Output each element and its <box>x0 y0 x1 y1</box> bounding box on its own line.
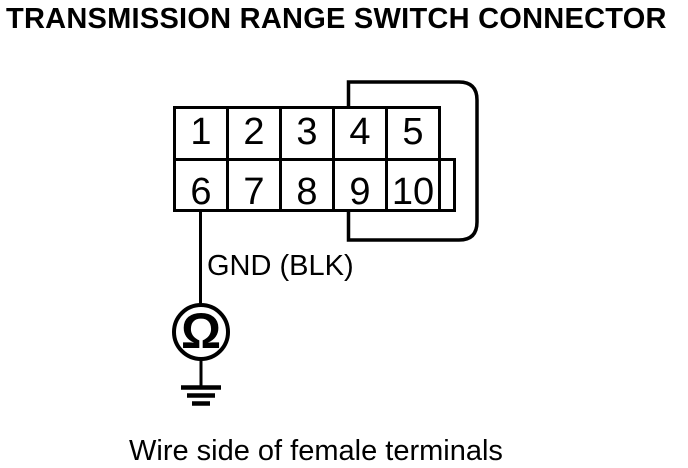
pin-cell-6 <box>173 158 229 212</box>
ohm-symbol: Ω <box>181 303 221 359</box>
pin-number-5: 5 <box>402 111 423 153</box>
pin-number-4: 4 <box>349 111 370 153</box>
pin-cell-7 <box>226 158 282 212</box>
pin-number-7: 7 <box>243 171 264 213</box>
wire-label: GND (BLK) <box>207 250 354 282</box>
pin-number-9: 9 <box>349 171 370 213</box>
pin-number-2: 2 <box>243 111 264 153</box>
page-title: TRANSMISSION RANGE SWITCH CONNECTOR <box>6 3 667 35</box>
pin-number-8: 8 <box>296 171 317 213</box>
pin-number-10: 10 <box>392 171 434 213</box>
connector-keyway-cell <box>438 158 456 212</box>
pin-number-6: 6 <box>190 171 211 213</box>
diagram-caption: Wire side of female terminals <box>129 435 503 467</box>
pin-number-3: 3 <box>296 111 317 153</box>
pin-number-1: 1 <box>190 111 211 153</box>
pin-cell-4 <box>332 106 388 161</box>
